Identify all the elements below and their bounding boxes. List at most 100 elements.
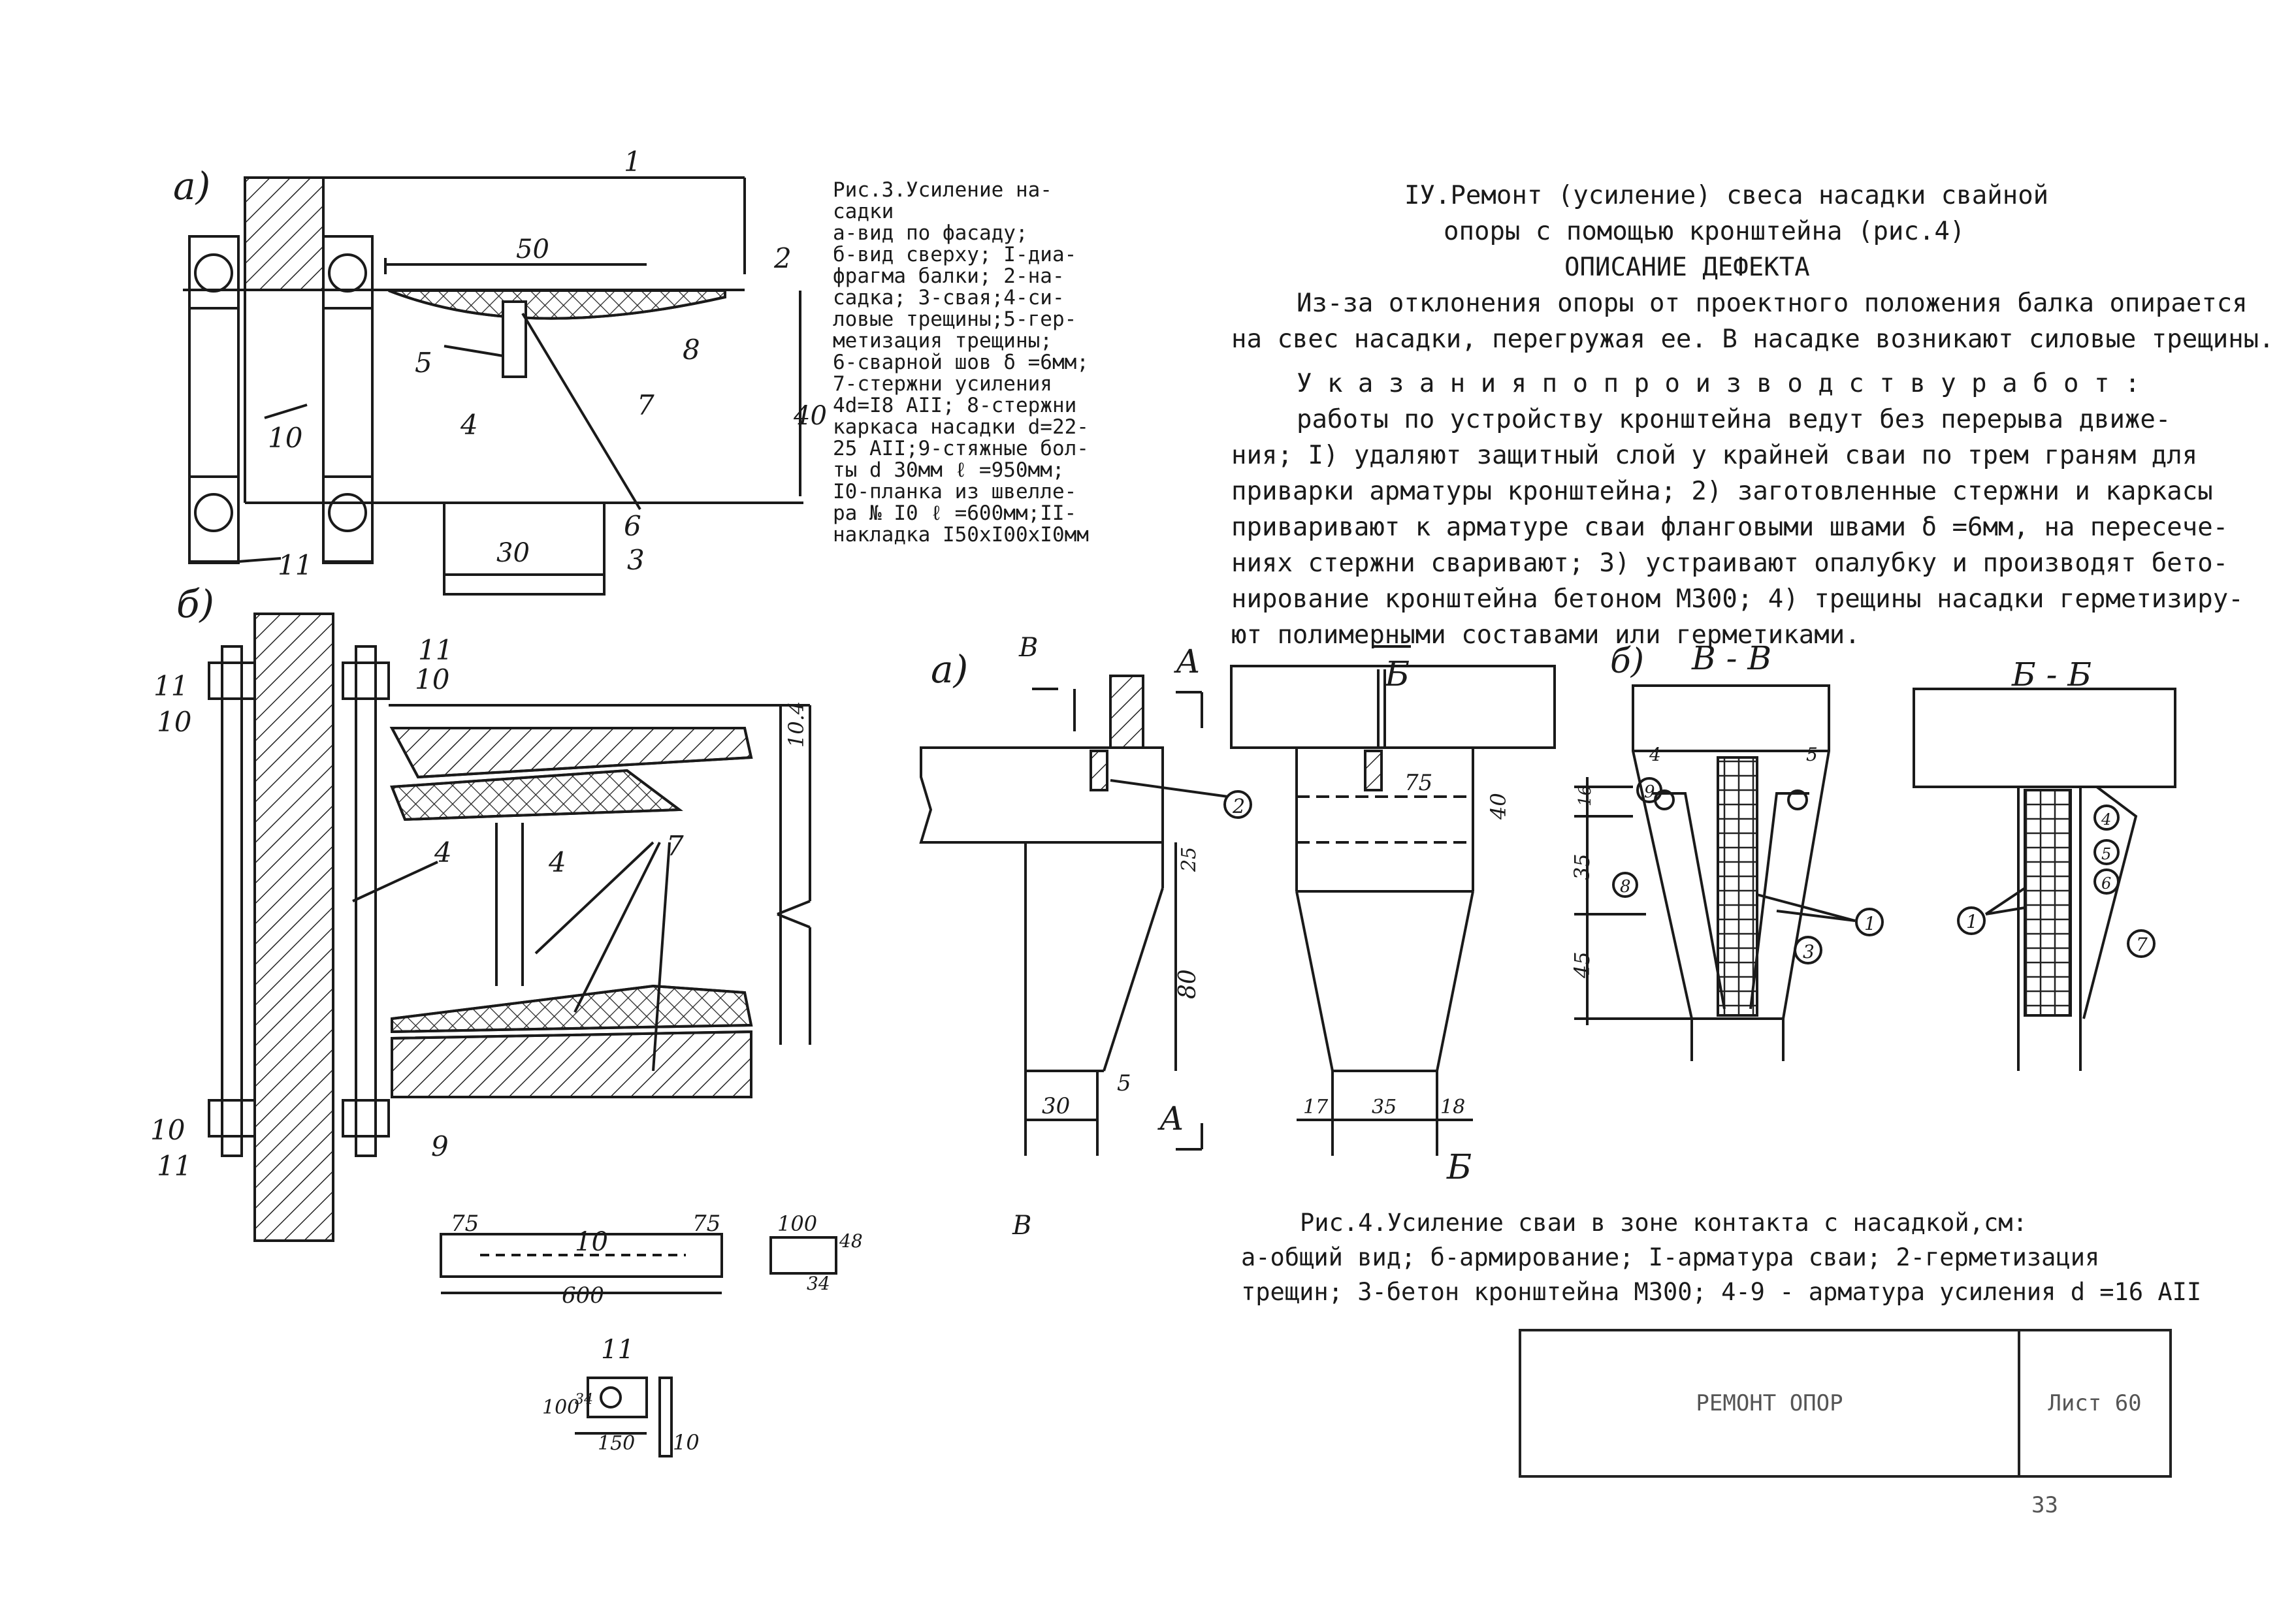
fig3a-label-3: 3 [627,544,645,576]
instr-line-2: ния; I) удаляют защитный слой у крайней … [1231,441,2198,470]
callout-1a: 1 [1864,913,1876,934]
fig3b-label-4b: 4 [548,846,566,878]
fig4a-dim-80: 80 [1174,969,1201,999]
title-block: РЕМОНТ ОПОР Лист 60 [1519,1329,2172,1478]
fig4a-dim-25: 25 [1178,847,1201,872]
fig3b-label-4a: 4 [434,836,452,868]
fig3a-drawing: а) [173,164,803,596]
instr-line-6: нирование кронштейна бетоном М300; 4) тр… [1231,584,2244,614]
fig3b-label-10b: 10 [157,706,191,738]
channel-dim-48: 48 [839,1230,863,1252]
cut-b-top: Б [1384,655,1410,694]
plate-side-10: 10 [673,1430,700,1455]
section-bb-title: Б - Б [2011,656,2092,693]
fig4m-dim-35: 35 [1372,1096,1397,1119]
cut-b-bottom: Б [1446,1148,1472,1187]
plank-dim-75a: 75 [451,1211,479,1237]
instr-line-7: ют полимерными составами или герметиками… [1231,620,1860,650]
fig4-middle-drawing [1230,645,1556,1156]
fig3a-dim-40: 40 [793,401,827,431]
instr-line-4: приваривают к арматуре сваи фланговыми ш… [1231,513,2229,542]
fig4b-section-vv: б) [1574,642,1856,1061]
plank-dim-600: 600 [562,1282,604,1309]
fig4m-dim-40: 40 [1486,793,1511,820]
channel-dim-100: 100 [777,1211,817,1236]
fig4b-section-bb [1913,688,2176,1071]
fig4-panel-b: б) [1610,642,1644,681]
fig3-caption: Рис.3.Усиление на- садки а-вид по фасаду… [833,178,1089,547]
fig3a-dim-30: 30 [496,538,530,568]
callout-2: 2 [1232,795,1245,818]
instr-line-3: приварки арматуры кронштейна; 2) заготов… [1231,477,2213,506]
plank-label-10: 10 [575,1227,608,1257]
fig3a-label-4: 4 [460,409,478,441]
defect-title: ОПИСАНИЕ ДЕФЕКТА [1564,253,1810,282]
cut-a-top: А [1174,643,1201,680]
fig3a-label-2: 2 [773,242,792,274]
fig4m-dim-18: 18 [1440,1096,1465,1119]
fig3-details [440,1233,837,1457]
plate-dim-150: 150 [598,1432,635,1455]
fig3b-label-7: 7 [666,830,684,862]
vv-dim-16: 16 [1575,785,1595,806]
fig3b-label-10a: 10 [415,663,449,695]
defect-line-2: на свес насадки, перегружая ее. В насадк… [1231,325,2274,354]
fig3a-label-7: 7 [637,389,654,421]
fig4-callouts [1223,777,2156,964]
page-number: 33 [2031,1492,2058,1518]
plate-dim-34: 34 [575,1392,593,1408]
callout-1b: 1 [1966,911,1978,932]
fig3a-label-8: 8 [683,334,700,366]
fig4-caption-1: Рис.4.Усиление сваи в зоне контакта с на… [1300,1209,2027,1237]
fig3a-label-11: 11 [278,549,312,581]
callout-6: 6 [2101,874,2111,893]
fig4m-dim-17: 17 [1303,1096,1329,1119]
callout-5: 5 [2101,845,2111,863]
fig3a-label-10: 10 [268,422,302,454]
fig4a-dim-5: 5 [1117,1070,1131,1096]
fig3a-dim-50: 50 [516,234,549,264]
fig4a-dim-30: 30 [1042,1093,1070,1119]
fig4m-dim-75: 75 [1404,770,1432,796]
fig3a-label-6: 6 [624,510,641,542]
vv-dim-4: 4 [1649,744,1661,765]
fig3b-label-11a: 11 [418,634,453,666]
section-heading-1: IУ.Ремонт (усиление) свеса насадки свайн… [1404,181,2049,210]
callout-7: 7 [2136,934,2148,955]
fig3b-label-11b: 11 [153,670,188,702]
cut-a-bottom: А [1157,1100,1184,1138]
fig3b-label-10c: 10 [150,1114,185,1146]
callout-4: 4 [2101,810,2111,829]
fig3b-label-9: 9 [431,1130,449,1162]
fig4-caption-2: а-общий вид; б-армирование; I-арматура с… [1241,1243,2100,1271]
callout-3: 3 [1803,941,1815,963]
fig3a-label-5: 5 [415,347,432,379]
fig3-panel-b: б) [176,582,214,626]
vv-dim-45: 45 [1570,951,1594,979]
instructions-heading: У к а з а н и я п о п р о и з в о д с т … [1297,369,2141,398]
fig4-panel-a: а) [931,647,968,692]
instr-line-1: работы по устройству кронштейна ведут бе… [1297,405,2171,434]
title-block-sheet: Лист 60 [2048,1390,2142,1416]
vv-dim-5: 5 [1806,744,1818,765]
callout-8: 8 [1620,877,1631,897]
fig4a-drawing: а) [919,647,1229,1156]
fig3a-label-1: 1 [624,146,641,178]
fig3b-label-11c: 11 [157,1150,191,1182]
channel-dim-34: 34 [807,1273,830,1294]
section-heading-2: опоры с помощью кронштейна (рис.4) [1444,217,1965,246]
plate-dim-100: 100 [542,1396,579,1419]
vv-dim-35: 35 [1570,853,1594,880]
instr-line-5: ниях стержни сваривают; 3) устраивают оп… [1231,549,2229,578]
fig3b-dim-104: 10.4 [784,701,809,748]
cut-v-bottom: В [1012,1211,1031,1241]
cut-v-top: В [1018,633,1038,663]
section-vv-title: В - В [1691,639,1771,677]
fig3b-drawing: б) [176,582,811,1242]
plate-label-11: 11 [601,1335,634,1365]
defect-line-1: Из-за отклонения опоры от проектного пол… [1297,289,2248,318]
callout-9: 9 [1644,782,1655,802]
title-block-name: РЕМОНТ ОПОР [1696,1390,1843,1416]
fig4-caption-3: трещин; 3-бетон кронштейна М300; 4-9 - а… [1241,1278,2202,1306]
